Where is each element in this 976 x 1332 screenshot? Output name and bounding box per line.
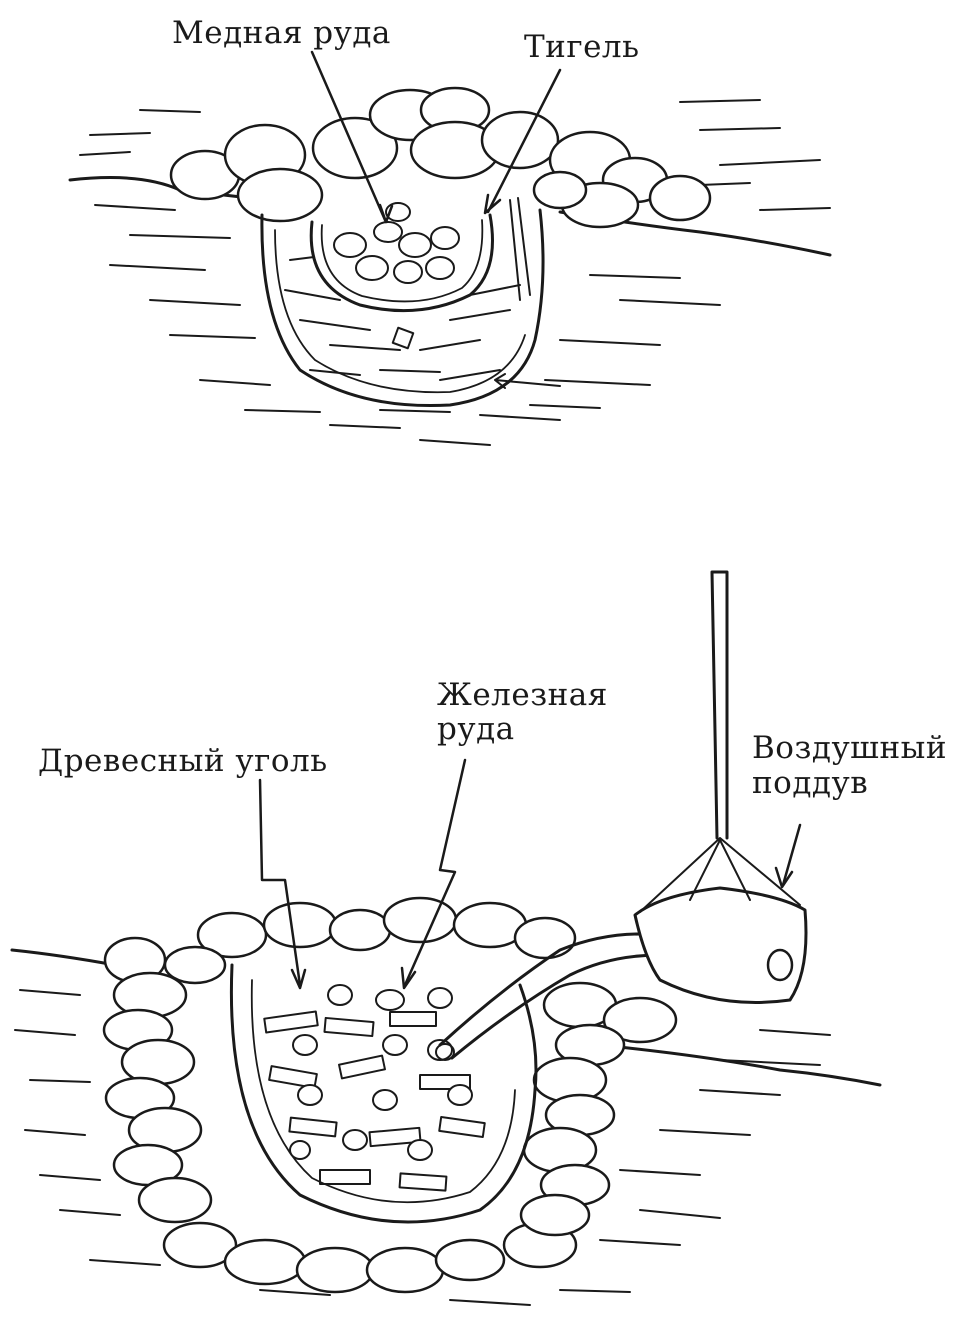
iron-ore-label-line2: руда [437,712,515,746]
wall-stones-right [521,983,676,1235]
copper-ore-label: Медная руда [172,16,391,50]
iron-ore-label-line1: Железная [437,678,608,712]
bellows-leader [783,825,800,885]
crucible-label: Тигель [524,30,640,64]
charcoal-label: Древесный уголь [38,744,328,778]
copper-smelting-pit [70,52,830,445]
iron-ore-leader [405,760,465,985]
rim-stones-bottom [165,898,575,983]
bellows-pole [712,572,727,838]
bellows [635,888,806,1003]
rim-stones-top [171,88,710,227]
charcoal-leader [260,780,300,985]
bellows-label-line1: Воздушный [752,731,947,765]
bellows-label-line2: поддув [752,766,868,800]
